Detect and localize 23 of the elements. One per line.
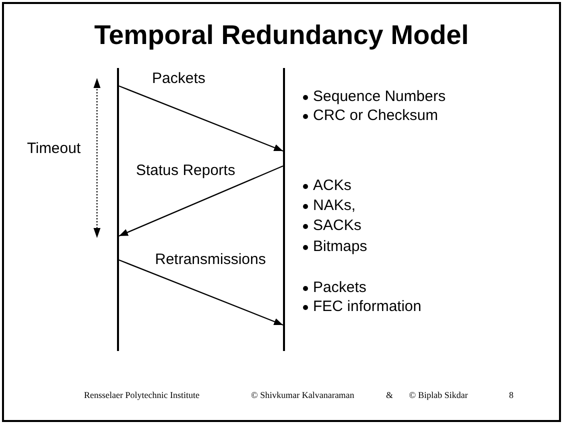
- bullet-item: NAKs,: [313, 197, 356, 214]
- bullet-item: FEC information: [313, 298, 422, 315]
- slide-title: Temporal Redundancy Model: [93, 20, 470, 51]
- bullet-item: CRC or Checksum: [313, 107, 438, 124]
- bullet-item: Packets: [313, 279, 366, 296]
- footer-text: 8: [509, 390, 514, 400]
- footer-text: © Biplab Sikdar: [409, 390, 468, 400]
- edge-label: Retransmissions: [155, 251, 266, 268]
- message-arrow: [118, 165, 284, 237]
- bullet-item: SACKs: [313, 217, 362, 234]
- edge-label: Status Reports: [136, 162, 236, 179]
- bullet-item: Bitmaps: [313, 238, 368, 255]
- bullet-item: ACKs: [313, 177, 352, 194]
- footer-text: © Shivkumar Kalvanaraman: [251, 390, 354, 400]
- edge-label: Packets: [152, 70, 206, 87]
- footer-text: Rensselaer Polytechnic Institute: [84, 390, 200, 400]
- message-arrow: [118, 85, 284, 152]
- footer-text: &: [386, 390, 394, 400]
- message-arrow: [118, 259, 284, 326]
- lifeline: [117, 68, 119, 351]
- timeout-label: Timeout: [27, 140, 81, 157]
- bullet-item: Sequence Numbers: [313, 88, 446, 105]
- lifeline: [283, 68, 285, 351]
